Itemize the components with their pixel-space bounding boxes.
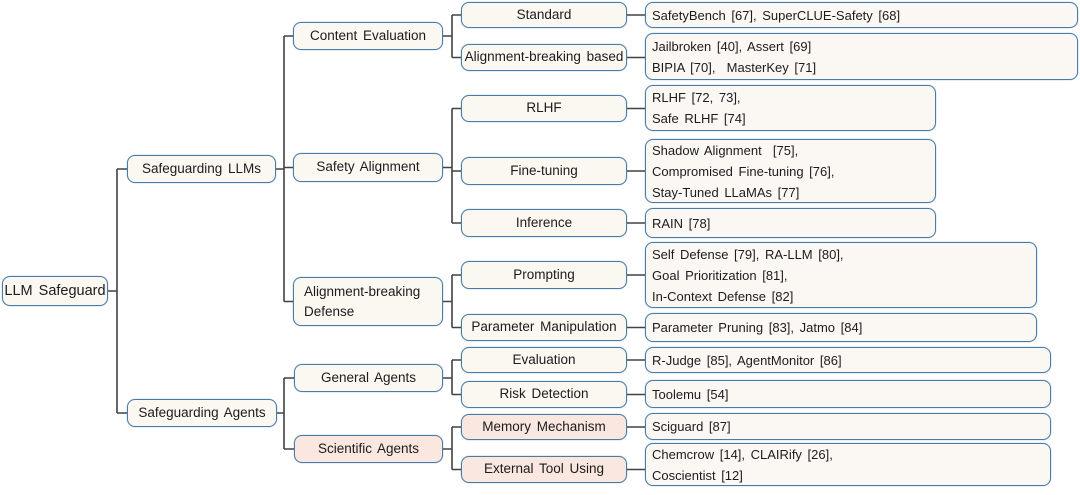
reference-text: Compromised Fine-tuning [76], xyxy=(652,163,835,179)
node-llm-safeguard: LLM Safeguard xyxy=(2,276,108,306)
node-safeguarding-llms: Safeguarding LLMs xyxy=(127,155,276,183)
reference-text: Toolemu [54] xyxy=(652,386,729,402)
leaf-memory-mechanism-refs: Sciguard [87] xyxy=(645,413,1051,440)
node-alignment-breaking-based: Alignment-breaking based xyxy=(461,44,627,71)
node-parameter-manipulation: Parameter Manipulation xyxy=(461,314,627,341)
label-line: Alignment-breaking xyxy=(304,283,421,299)
node-scientific-agents: Scientific Agents xyxy=(294,435,443,463)
node-alignment-breaking-defense: Alignment-breaking Defense xyxy=(293,277,443,326)
node-safety-alignment: Safety Alignment xyxy=(293,153,443,182)
leaf-evaluation-refs: R-Judge [85], AgentMonitor [86] xyxy=(645,347,1051,373)
reference-text: Coscientist [12] xyxy=(652,467,743,483)
node-general-agents: General Agents xyxy=(294,364,443,392)
leaf-rlhf-refs: RLHF [72, 73], Safe RLHF [74] xyxy=(645,85,936,131)
reference-text: In-Context Defense [82] xyxy=(652,288,794,304)
reference-text: R-Judge [85], AgentMonitor [86] xyxy=(652,352,842,368)
leaf-external-tool-using-refs: Chemcrow [14], CLAIRify [26], Coscientis… xyxy=(645,443,1051,486)
reference-text: SafetyBench [67], SuperCLUE-Safety [68] xyxy=(652,7,901,23)
reference-text: BIPIA [70], MasterKey [71] xyxy=(652,59,817,75)
node-prompting: Prompting xyxy=(461,261,627,289)
reference-text: Chemcrow [14], CLAIRify [26], xyxy=(652,446,833,462)
reference-text: Shadow Alignment [75], xyxy=(652,142,799,158)
leaf-alignment-breaking-based-refs: Jailbroken [40], Assert [69] BIPIA [70],… xyxy=(645,33,1078,80)
reference-text: Sciguard [87] xyxy=(652,419,731,434)
node-evaluation: Evaluation xyxy=(461,347,627,373)
leaf-prompting-refs: Self Defense [79], RA-LLM [80], Goal Pri… xyxy=(645,242,1037,308)
reference-text: Goal Prioritization [81], xyxy=(652,267,788,283)
reference-text: Self Defense [79], RA-LLM [80], xyxy=(652,246,844,262)
node-fine-tuning: Fine-tuning xyxy=(461,157,627,185)
node-content-evaluation: Content Evaluation xyxy=(293,22,443,50)
reference-text: Parameter Pruning [83], Jatmo [84] xyxy=(652,320,863,335)
leaf-fine-tuning-refs: Shadow Alignment [75], Compromised Fine-… xyxy=(645,139,936,203)
leaf-parameter-manipulation-refs: Parameter Pruning [83], Jatmo [84] xyxy=(645,313,1037,342)
label-line: Defense xyxy=(304,303,355,319)
reference-text: RLHF [72, 73], xyxy=(652,90,741,105)
node-rlhf: RLHF xyxy=(461,95,627,122)
node-risk-detection: Risk Detection xyxy=(461,381,627,408)
node-inference: Inference xyxy=(461,209,627,237)
leaf-standard-refs: SafetyBench [67], SuperCLUE-Safety [68] xyxy=(645,2,1078,28)
reference-text: Jailbroken [40], Assert [69] xyxy=(652,38,812,54)
leaf-risk-detection-refs: Toolemu [54] xyxy=(645,380,1051,408)
reference-text: Stay-Tuned LLaMAs [77] xyxy=(652,184,800,200)
node-standard: Standard xyxy=(461,2,627,28)
reference-text: RAIN [78] xyxy=(652,215,711,231)
node-memory-mechanism: Memory Mechanism xyxy=(461,414,627,440)
node-safeguarding-agents: Safeguarding Agents xyxy=(127,399,277,427)
reference-text: Safe RLHF [74] xyxy=(652,111,746,126)
node-external-tool-using: External Tool Using xyxy=(461,456,627,483)
leaf-inference-refs: RAIN [78] xyxy=(645,208,936,238)
